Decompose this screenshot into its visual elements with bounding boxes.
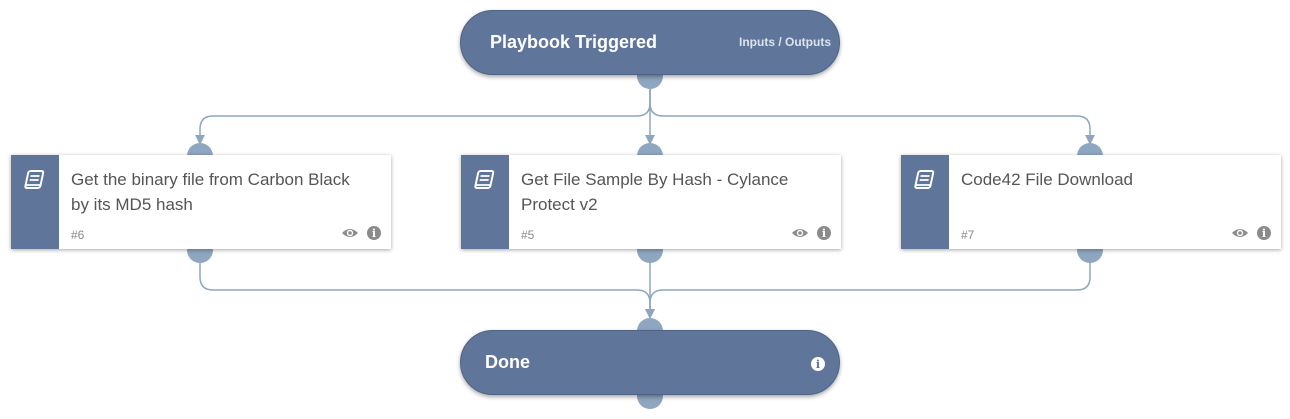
book-icon bbox=[474, 170, 495, 189]
task-name: Get File Sample By Hash - Cylance Protec… bbox=[521, 170, 789, 214]
book-icon bbox=[914, 170, 935, 189]
task-card-strip bbox=[901, 155, 949, 249]
task-name: Code42 File Download bbox=[961, 170, 1133, 189]
task-name: Get the binary file from Carbon Black by… bbox=[71, 170, 350, 214]
playbook-triggered-node[interactable]: Playbook Triggered Inputs / Outputs bbox=[460, 10, 840, 75]
task-card-7[interactable]: Code42 File Download #7 i bbox=[901, 155, 1281, 249]
info-icon[interactable]: i bbox=[817, 226, 831, 240]
connector-task-7-to-done bbox=[645, 250, 1091, 319]
task-id: #7 bbox=[961, 228, 975, 242]
info-icon[interactable]: i bbox=[811, 357, 825, 371]
connector-task-6-to-done bbox=[199, 250, 655, 319]
task-id: #6 bbox=[71, 228, 85, 242]
task-card-strip bbox=[11, 155, 59, 249]
connector-start-to-task-6 bbox=[195, 75, 651, 145]
inputs-outputs-link[interactable]: Inputs / Outputs bbox=[739, 35, 831, 49]
info-icon[interactable]: i bbox=[1257, 226, 1271, 240]
eye-icon[interactable] bbox=[791, 226, 809, 240]
done-node-title: Done bbox=[485, 352, 530, 372]
book-icon bbox=[24, 170, 45, 189]
start-node-title: Playbook Triggered bbox=[490, 32, 658, 52]
info-icon[interactable]: i bbox=[367, 226, 381, 240]
connector-start-to-task-7 bbox=[649, 75, 1095, 145]
eye-icon[interactable] bbox=[341, 226, 359, 240]
eye-icon[interactable] bbox=[1231, 226, 1249, 240]
task-card-strip bbox=[461, 155, 509, 249]
done-node[interactable]: Done i bbox=[460, 330, 840, 395]
task-id: #5 bbox=[521, 228, 535, 242]
task-card-5[interactable]: Get File Sample By Hash - Cylance Protec… bbox=[461, 155, 841, 249]
task-card-6[interactable]: Get the binary file from Carbon Black by… bbox=[11, 155, 391, 249]
